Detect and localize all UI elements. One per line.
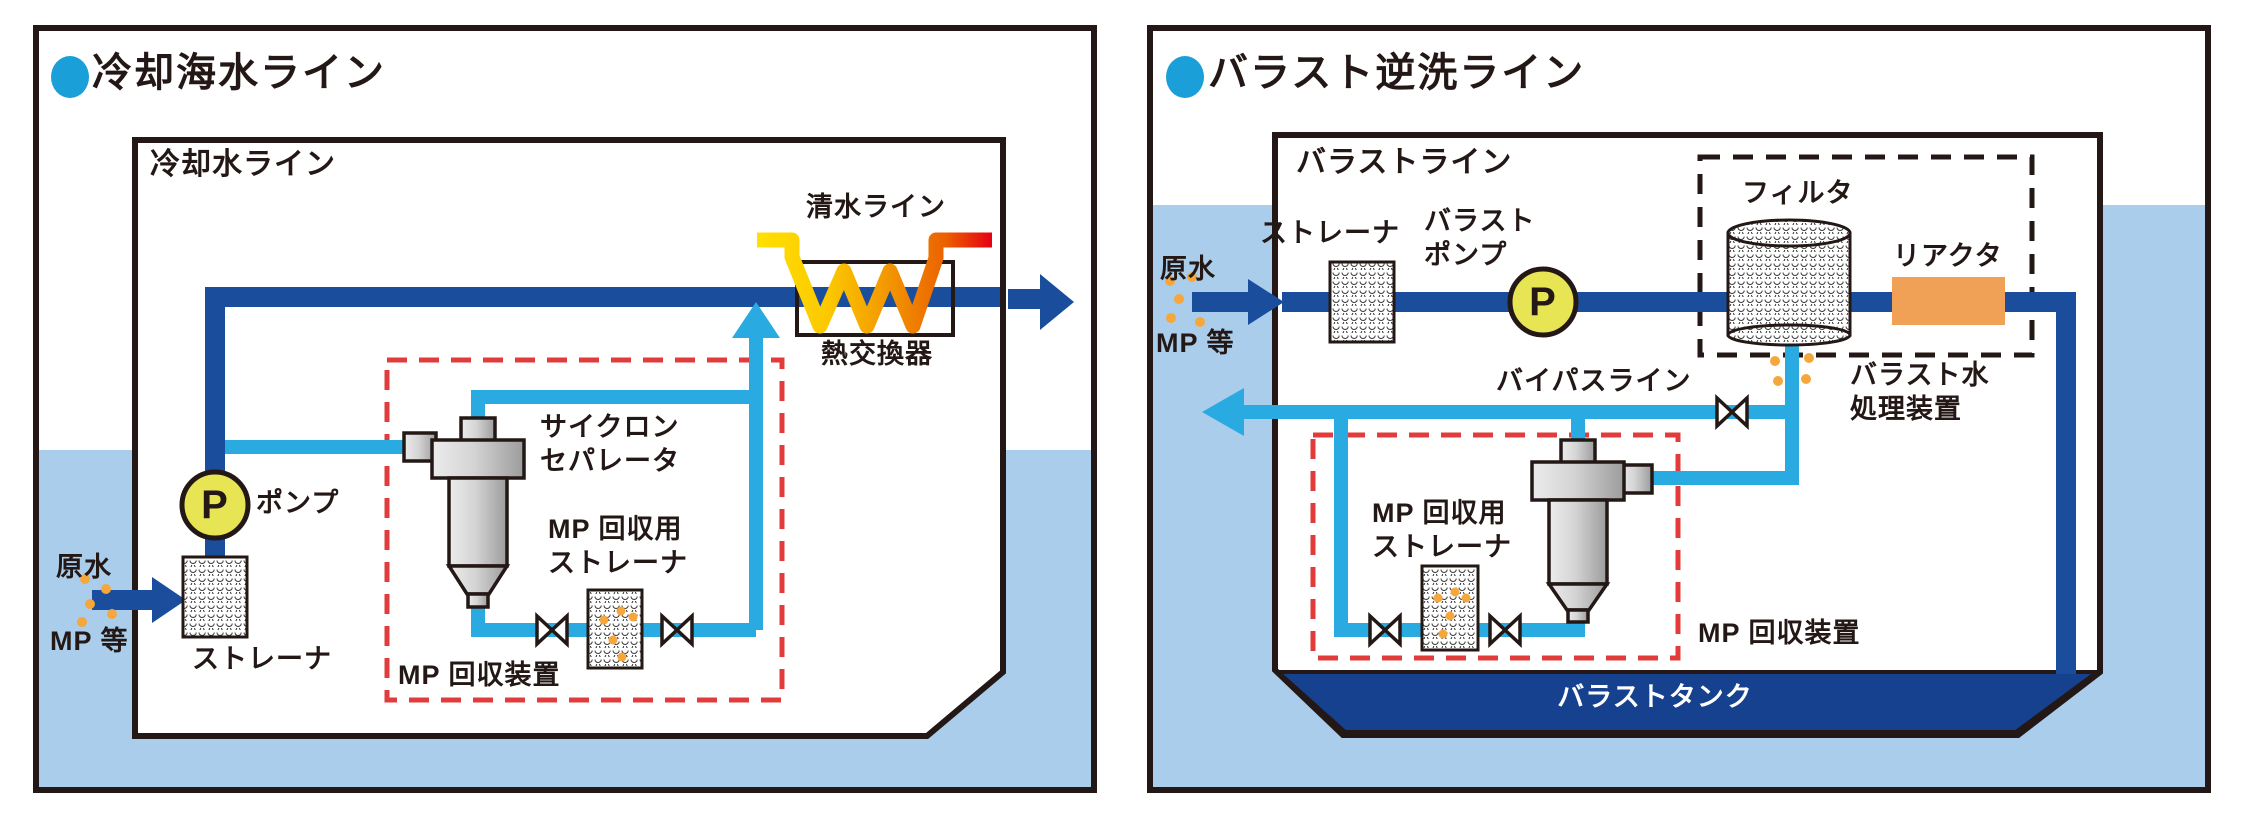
mp-recovery-unit-label: MP 回収装置 (398, 660, 561, 690)
heat-exchanger-label: 熱交換器 (821, 339, 933, 369)
panel-ballast-backwash (1147, 25, 2211, 793)
panel-border (1147, 25, 2211, 793)
overboard-left-arrow (1202, 388, 1244, 436)
mp-etc-label: MP 等 (1156, 328, 1235, 358)
strainer-label: ストレーナ (1260, 218, 1400, 248)
pump-circle (179, 469, 251, 541)
fresh-water-line-label: 清水ライン (806, 192, 946, 222)
reactor-label: リアクタ (1893, 241, 2003, 271)
mp-particles-strainer (1433, 587, 1471, 639)
cyclone-outlet (1566, 608, 1590, 624)
ballast-pump-label-line2: ポンプ (1424, 240, 1508, 270)
loop-valve-right (1488, 611, 1522, 649)
pump-symbol: P (1529, 280, 1557, 324)
panel-border (33, 25, 1097, 793)
raw-water-inlet-arrow (1192, 279, 1284, 325)
title-bullet-icon (51, 56, 89, 98)
bwts-label-line1: バラスト水 (1850, 360, 1990, 390)
loop-valve-left (1368, 611, 1402, 649)
cyclone-separator (1530, 438, 1654, 624)
mp-recovery-strainer (1420, 564, 1480, 652)
cyclone-outlet (466, 592, 490, 609)
treatment-filter (1726, 218, 1852, 347)
mp-recovery-strainer (586, 588, 644, 670)
raw-water-label: 原水 (56, 552, 112, 582)
mp-recovery-unit-box (384, 357, 785, 703)
bypass-line-label: バイパスライン (1496, 366, 1692, 396)
panel-title-ballast: バラスト逆洗ライン (1208, 51, 1586, 95)
cyclone-body (1547, 498, 1609, 586)
mp-particles-inlet (1165, 272, 1205, 327)
return-up-arrow (732, 302, 780, 338)
mp-recovery-unit-box (1310, 432, 1681, 661)
cyclone-cap (1530, 460, 1626, 502)
strainer-label: ストレーナ (192, 644, 332, 674)
mp-recovery-unit-label: MP 回収装置 (1698, 618, 1861, 648)
filter-label: フィルタ (1742, 178, 1854, 208)
loop-valve-left (535, 611, 569, 649)
pump-symbol: P (201, 483, 229, 527)
mp-strainer-label-line2: ストレーナ (548, 548, 688, 578)
cyclone-cap (430, 438, 526, 480)
ballast-pump-circle (1507, 266, 1579, 338)
raw-water-label: 原水 (1160, 254, 1216, 284)
panel-title-cooling: 冷却海水ライン (92, 51, 386, 95)
ballast-tank (1272, 670, 2104, 734)
mp-particles-inlet (77, 574, 117, 627)
heat-exchanger-box (795, 260, 955, 337)
bwts-label-line2: 処理装置 (1850, 394, 1962, 424)
panel-cooling-seawater (33, 25, 1097, 793)
mp-strainer-label-line1: MP 回収用 (548, 514, 683, 544)
ballast-tank-label: バラストタンク (1557, 682, 1753, 712)
treatment-reactor (1892, 277, 2005, 325)
cyclone-body (447, 476, 509, 568)
title-bullet-icon (1166, 56, 1204, 98)
loop-valve-right (660, 611, 694, 649)
pump-label: ポンプ (256, 488, 340, 518)
mp-etc-label: MP 等 (50, 626, 129, 656)
mp-strainer-label-line1: MP 回収用 (1372, 498, 1507, 528)
mp-particles-backwash (1770, 353, 1814, 386)
mp-particles-strainer (599, 606, 638, 662)
mp-strainer-label-line2: ストレーナ (1372, 532, 1512, 562)
ballast-line-label: バラストライン (1296, 146, 1513, 179)
cyclone-overflow-line (471, 390, 756, 420)
filter-backwash-drop (1650, 343, 1799, 485)
ballast-water-treatment-box (1697, 154, 2035, 358)
fresh-water-coil (757, 232, 992, 334)
overboard-discharge-arrow (1008, 274, 1074, 330)
cyclone-label-line2: セパレータ (540, 446, 680, 476)
raw-water-inlet-arrow (92, 577, 186, 623)
cooling-line-label: 冷却水ライン (150, 148, 336, 181)
cyclone-label-line1: サイクロン (540, 412, 680, 442)
bypass-valve (1715, 393, 1749, 431)
cyclone-separator (402, 416, 526, 609)
main-strainer (181, 555, 249, 639)
main-strainer (1328, 260, 1396, 344)
ballast-pump-label-line1: バラスト (1424, 206, 1536, 236)
